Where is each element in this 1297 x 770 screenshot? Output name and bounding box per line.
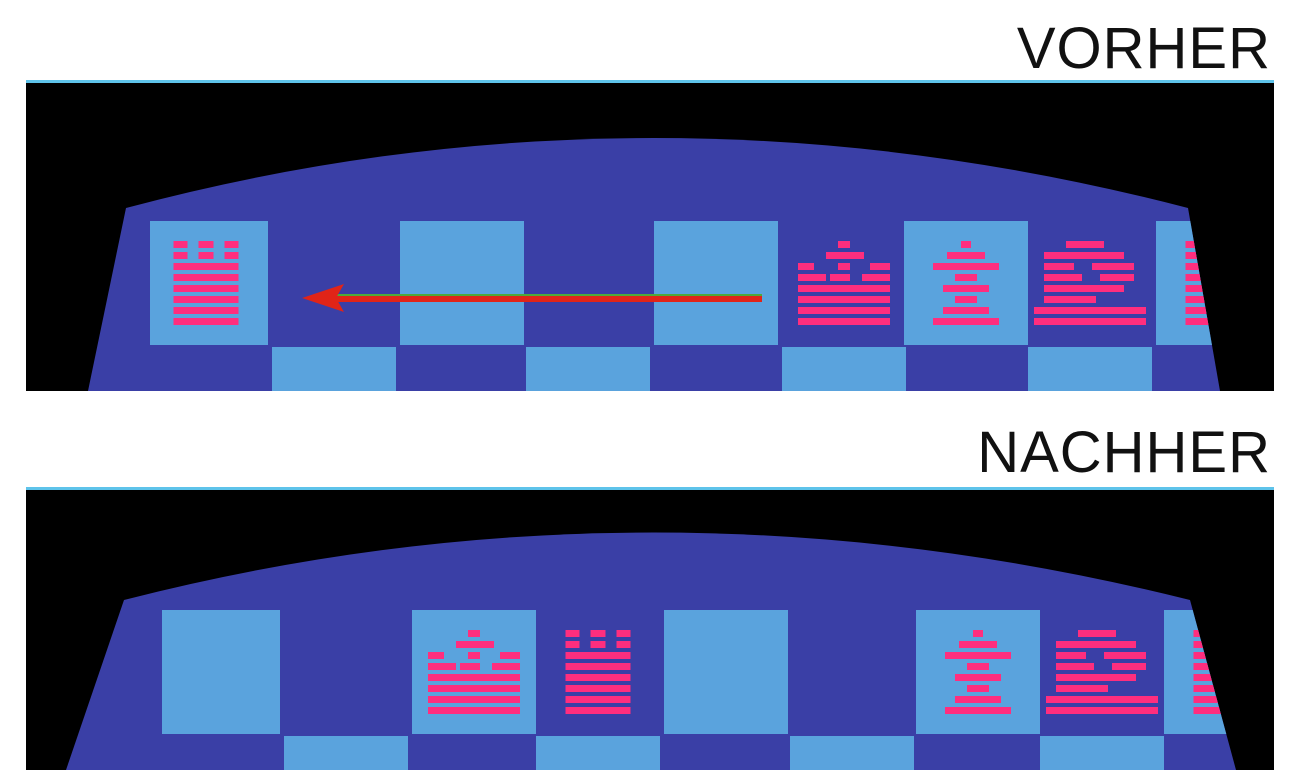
board-surface bbox=[66, 532, 1236, 770]
light-square bbox=[664, 610, 788, 734]
rook-piece bbox=[565, 630, 631, 714]
board-after-panel bbox=[26, 487, 1274, 770]
pawn-piece bbox=[945, 630, 1011, 714]
before-label: VORHER bbox=[1016, 16, 1271, 81]
knight-piece bbox=[1034, 241, 1146, 325]
knight-piece bbox=[1046, 630, 1158, 714]
rook-piece bbox=[173, 241, 239, 325]
light-square bbox=[400, 221, 524, 345]
board-surface bbox=[88, 138, 1220, 391]
light-square bbox=[284, 736, 408, 770]
light-square bbox=[526, 347, 650, 391]
light-square bbox=[1040, 736, 1164, 770]
light-square bbox=[150, 221, 268, 345]
board-before-panel bbox=[26, 80, 1274, 391]
light-square bbox=[782, 347, 906, 391]
light-square bbox=[1028, 347, 1152, 391]
light-square bbox=[904, 221, 1028, 345]
light-square bbox=[790, 736, 914, 770]
light-square bbox=[654, 221, 778, 345]
board-after bbox=[66, 532, 1236, 770]
move-arrow bbox=[302, 284, 762, 312]
light-square bbox=[916, 610, 1040, 734]
light-square bbox=[1164, 610, 1236, 734]
light-square bbox=[536, 736, 660, 770]
light-square bbox=[412, 610, 536, 734]
light-square bbox=[272, 347, 396, 391]
king-piece bbox=[428, 630, 520, 714]
king-piece bbox=[798, 241, 890, 325]
after-label: NACHHER bbox=[977, 420, 1271, 485]
light-square bbox=[162, 610, 280, 734]
pawn-piece bbox=[933, 241, 999, 325]
board-before bbox=[88, 138, 1220, 391]
light-square bbox=[1156, 221, 1220, 345]
